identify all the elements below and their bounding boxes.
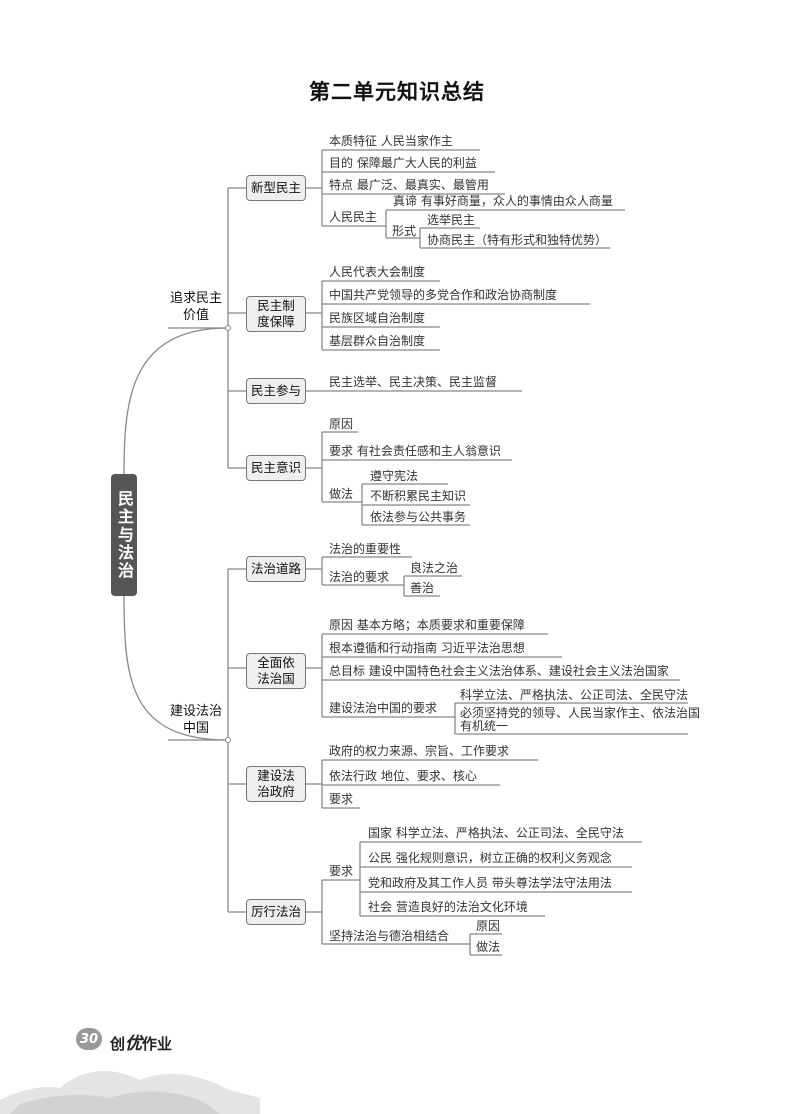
- leaf-government-requirement: 要求: [329, 792, 353, 806]
- leaf-requirements: 法治的要求: [329, 570, 389, 584]
- branch-pursue-democracy: 追求民主价值: [168, 290, 224, 324]
- leaf-party-government: 党和政府及其工作人员 带头尊法学法守法用法: [368, 876, 612, 890]
- leaf-guiding-thought: 根本遵循和行动指南 习近平法治思想: [329, 641, 525, 655]
- leaf-purpose: 目的 保障最广大人民的利益: [329, 156, 477, 170]
- leaf-sixteen-characters: 科学立法、严格执法、公正司法、全民守法: [460, 688, 688, 702]
- leaf-three-unity: 必须坚持党的领导、人民当家作主、依法治国: [460, 706, 700, 720]
- leaf-requirement: 要求 有社会责任感和主人翁意识: [329, 444, 501, 458]
- leaf-organic-unity: 有机统一: [460, 719, 508, 733]
- leaf-reason-strategy: 原因 基本方略；本质要求和重要保障: [329, 618, 525, 632]
- leaf-society: 社会 营造良好的法治文化环境: [368, 900, 528, 914]
- footer-series-label: 创优作业: [110, 1029, 172, 1054]
- leaf-forms: 形式: [392, 224, 416, 238]
- node-practice-rule-of-law: 厉行法治: [246, 899, 306, 925]
- node-law-based-government: 建设法治政府: [246, 766, 306, 802]
- leaf-essence: 本质特征 人民当家作主: [329, 134, 453, 148]
- leaf-true-meaning: 真谛 有事好商量，众人的事情由众人商量: [393, 194, 613, 208]
- leaf-law-virtue-practice: 做法: [476, 940, 500, 954]
- page-number: 30: [76, 1028, 102, 1050]
- leaf-participation-forms: 民主选举、民主决策、民主监督: [329, 375, 497, 389]
- node-rule-of-law-road: 法治道路: [246, 556, 306, 582]
- leaf-obey-constitution: 遵守宪法: [370, 469, 418, 483]
- leaf-construction-requirements: 建设法治中国的要求: [329, 701, 437, 715]
- leaf-law-virtue-reason: 原因: [476, 919, 500, 933]
- leaf-good-law: 良法之治: [410, 561, 458, 575]
- leaf-good-governance: 善治: [410, 581, 434, 595]
- leaf-law-based-administration: 依法行政 地位、要求、核心: [329, 769, 477, 783]
- leaf-citizen: 公民 强化规则意识，树立正确的权利义务观念: [368, 851, 612, 865]
- node-new-democracy: 新型民主: [246, 175, 306, 201]
- leaf-consultative-democracy: 协商民主（特有形式和独特优势）: [427, 233, 607, 247]
- node-democratic-participation: 民主参与: [246, 378, 306, 404]
- leaf-accumulate-knowledge: 不断积累民主知识: [370, 489, 466, 503]
- node-democracy-system: 民主制度保障: [246, 296, 306, 332]
- leaf-features: 特点 最广泛、最真实、最管用: [329, 178, 489, 192]
- leaf-reason: 原因: [329, 417, 353, 431]
- leaf-grassroots-autonomy: 基层群众自治制度: [329, 334, 425, 348]
- leaf-law-and-virtue: 坚持法治与德治相结合: [329, 929, 449, 943]
- leaf-public-affairs: 依法参与公共事务: [370, 510, 466, 524]
- leaf-multiparty-cooperation: 中国共产党领导的多党合作和政治协商制度: [329, 288, 557, 302]
- leaf-general-goal: 总目标 建设中国特色社会主义法治体系、建设社会主义法治国家: [329, 664, 669, 678]
- leaf-npc-system: 人民代表大会制度: [329, 265, 425, 279]
- leaf-state: 国家 科学立法、严格执法、公正司法、全民守法: [368, 826, 624, 840]
- node-comprehensive-rule-of-law: 全面依法治国: [246, 653, 306, 689]
- node-democratic-awareness: 民主意识: [246, 455, 306, 481]
- leaf-government-power: 政府的权力来源、宗旨、工作要求: [329, 744, 509, 758]
- leaf-people-democracy: 人民民主: [329, 210, 377, 224]
- leaf-electoral-democracy: 选举民主: [427, 213, 475, 227]
- leaf-lixing-requirement: 要求: [329, 864, 353, 878]
- mindmap-root: 民主与法治: [111, 474, 137, 596]
- leaf-importance: 法治的重要性: [329, 542, 401, 556]
- leaf-regional-autonomy: 民族区域自治制度: [329, 311, 425, 325]
- branch-rule-of-law: 建设法治中国: [168, 703, 224, 737]
- leaf-practice: 做法: [329, 487, 353, 501]
